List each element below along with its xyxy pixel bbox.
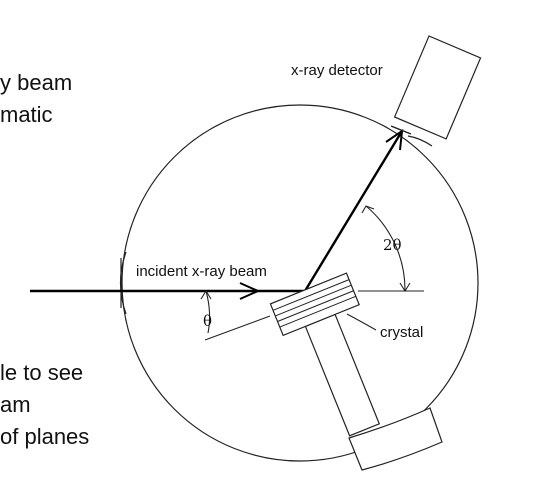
two-theta-arc: [365, 205, 406, 292]
incident-beam-arrowhead: [239, 282, 261, 300]
crystal-leader-line: [346, 313, 377, 331]
incident-beam-label: incident x-ray beam: [136, 263, 267, 280]
crystal-plane-3: [277, 290, 354, 322]
slide-text-bottom-line-3: of planes: [0, 424, 90, 449]
holder-base: [348, 407, 443, 471]
x-ray-detector: [393, 35, 482, 140]
slide-text-top-line-1: y beam: [0, 70, 73, 95]
two-theta-arrow-bottom: [399, 282, 411, 293]
crystal-label: crystal: [380, 324, 423, 341]
crystal: [269, 272, 360, 337]
slide-text-bottom-line-1: le to see: [0, 360, 84, 385]
detector-slit-line: [390, 125, 412, 135]
theta-arc: [205, 290, 211, 334]
crystal-plane-extension: [204, 315, 271, 341]
slide-text-bottom-line-2: am: [0, 392, 31, 417]
theta-arrow-top: [200, 289, 212, 300]
crystal-plane-4: [279, 295, 356, 328]
theta-label: θ: [203, 312, 212, 330]
diffracted-beam-arrowhead: [385, 128, 404, 151]
crystal-holder-post: [304, 313, 381, 437]
slide-text-top-line-2: matic: [0, 102, 53, 127]
goniometer-circle: [121, 104, 479, 462]
crystal-plane-1: [272, 279, 350, 311]
two-theta-arrow-top: [361, 205, 375, 214]
two-theta-label: 2θ: [383, 236, 402, 254]
crystal-plane-2: [275, 284, 352, 317]
detector-circle-mark: [407, 135, 433, 147]
detector-label: x-ray detector: [291, 62, 383, 79]
diffracted-beam-line: [303, 130, 404, 292]
